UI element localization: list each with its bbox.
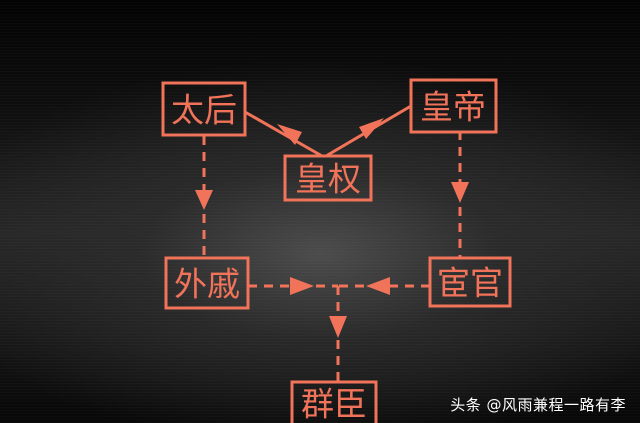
edge-emperor-to-power [325, 104, 412, 158]
node-ministers: 群臣 [290, 380, 378, 423]
arrowhead [329, 316, 347, 338]
node-box [409, 78, 498, 134]
node-maternal-relatives: 外戚 [164, 256, 250, 310]
edge-emperor-to-eunuchs [451, 131, 469, 257]
node-emperor: 皇帝 [409, 78, 498, 134]
node-box [283, 154, 373, 202]
node-box [290, 380, 378, 423]
arrowhead [366, 277, 390, 295]
node-label: 宦官 [437, 264, 503, 303]
node-label: 群臣 [301, 385, 367, 423]
node-empress-dowager: 太后 [161, 81, 247, 137]
arrowhead [290, 277, 314, 295]
watermark: 头条 @风雨兼程一路有李 [450, 396, 626, 414]
edge-eunuchs-to-ministers [338, 277, 430, 295]
edge-empress-to-power [244, 110, 323, 158]
arrowhead [277, 124, 302, 145]
node-label: 外戚 [174, 265, 240, 304]
node-box [428, 256, 512, 308]
edge-empress-to-relatives [195, 136, 213, 258]
edge-relatives-to-ministers [248, 277, 338, 295]
node-box [161, 81, 247, 137]
arrowhead [359, 118, 384, 139]
arrowhead [451, 182, 469, 203]
edge-junction-to-ministers [329, 286, 347, 382]
arrowhead [195, 190, 213, 210]
node-label: 皇权 [295, 160, 361, 199]
node-label: 太后 [171, 91, 237, 130]
node-eunuchs: 宦官 [428, 256, 512, 308]
node-label: 皇帝 [420, 88, 486, 127]
node-box [164, 256, 250, 310]
edge-line [244, 110, 323, 158]
node-imperial-power: 皇权 [283, 154, 373, 202]
